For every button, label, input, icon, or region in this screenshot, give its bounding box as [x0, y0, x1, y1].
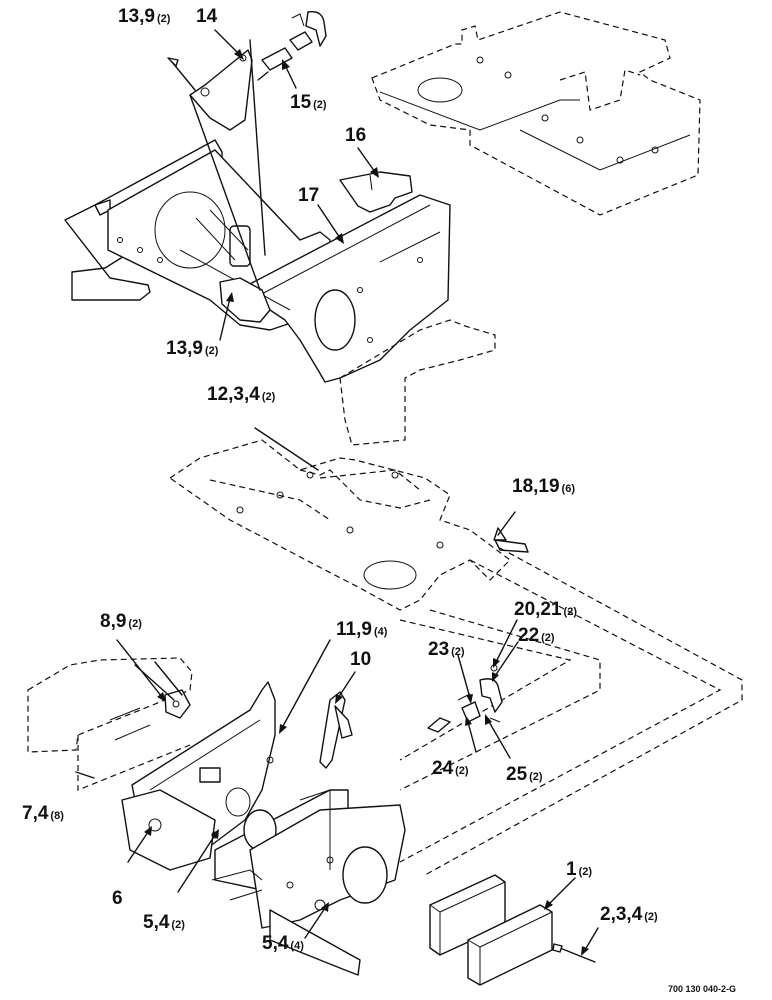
callout-18-19: 18,19(6) — [512, 476, 575, 497]
part-8-bracket — [134, 661, 191, 719]
callout-16: 16 — [345, 125, 367, 146]
callout-13-9-middle: 13,9(2) — [166, 338, 219, 359]
dashed-deck-plate — [168, 427, 511, 611]
callout-5-4-left: 5,4(2) — [143, 912, 185, 933]
dashed-panel-upper — [339, 319, 496, 446]
part-18-bolt — [493, 511, 529, 553]
dashed-block-left — [27, 657, 193, 791]
part-15-latch — [257, 11, 327, 81]
lower-frame-assembly — [121, 681, 406, 976]
callout-10: 10 — [350, 649, 372, 670]
callout-8-9: 8,9(2) — [100, 611, 142, 632]
callout-12-3-4: 12,3,4(2) — [207, 384, 276, 405]
latch-hardware-lower — [427, 664, 503, 733]
callout-25: 25(2) — [506, 764, 543, 785]
callout-7-4: 7,4(8) — [22, 803, 64, 824]
upper-frame-assembly — [64, 39, 451, 383]
callout-20-21: 20,21(2) — [514, 599, 577, 620]
callout-14: 14 — [196, 6, 218, 27]
callout-5-4-bottom: 5,4(4) — [262, 933, 304, 954]
part-14-plate — [167, 49, 253, 131]
leader-arrows — [75, 29, 599, 956]
part-10-lever — [319, 691, 353, 769]
callout-15: 15(2) — [290, 92, 327, 113]
reference-frame-top — [371, 11, 701, 216]
callout-1: 1(2) — [566, 859, 593, 880]
callout-24: 24(2) — [432, 758, 469, 779]
drawing-code: 700 130 040-2-G — [668, 984, 737, 994]
part-16-bracket — [339, 171, 413, 213]
part-2-bolt — [552, 943, 596, 963]
part-1-weights — [429, 874, 553, 986]
callout-22: 22(2) — [518, 625, 555, 646]
callout-23: 23(2) — [428, 639, 465, 660]
callout-11-9: 11,9(4) — [336, 619, 388, 640]
callout-6: 6 — [112, 888, 123, 909]
callout-2-3-4: 2,3,4(2) — [600, 904, 658, 925]
callout-13-9-top: 13,9(2) — [118, 6, 171, 27]
reference-lines — [399, 547, 743, 876]
callout-17: 17 — [298, 185, 320, 206]
